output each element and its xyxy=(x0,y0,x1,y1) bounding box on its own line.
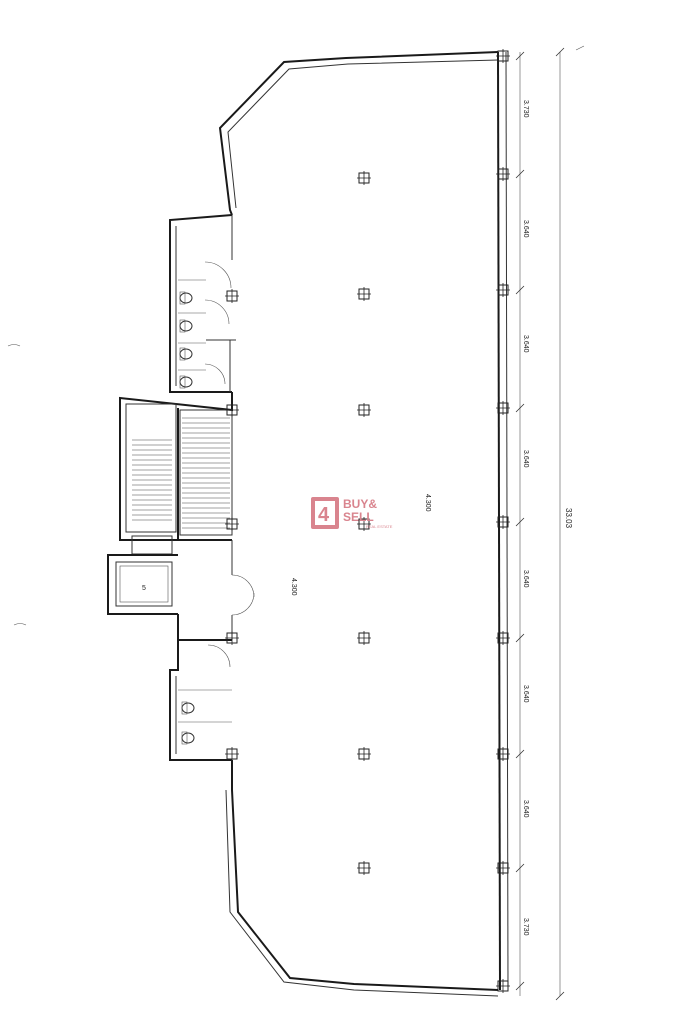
interior-column xyxy=(357,287,371,301)
building-outline xyxy=(218,51,509,997)
logo-line2: SELL xyxy=(343,510,374,524)
facade-column xyxy=(496,861,510,875)
lift-shaft: 5 xyxy=(107,554,178,615)
spacing-label-2: 3.640 xyxy=(522,220,529,238)
core-column xyxy=(225,289,239,303)
dimension-tick xyxy=(515,517,525,527)
interior-column xyxy=(357,747,371,761)
dimension-labels: 3.730 3.640 3.640 3.640 3.640 3.640 3.64… xyxy=(290,100,573,936)
facade-column xyxy=(496,167,510,181)
stair-treads xyxy=(132,417,230,529)
interior-column xyxy=(357,403,371,417)
columns xyxy=(225,49,510,993)
upper-toilet-block xyxy=(169,214,236,393)
facade-column xyxy=(496,979,510,993)
lower-toilet-block xyxy=(169,639,232,761)
dimension-tick xyxy=(555,991,565,1001)
interior-column xyxy=(357,631,371,645)
facade-column xyxy=(496,283,510,297)
dimension-tick xyxy=(515,51,525,61)
dimension-tick xyxy=(515,633,525,643)
spacing-label-3: 3.640 xyxy=(522,335,529,353)
facade-column xyxy=(496,515,510,529)
logo-digit: 4 xyxy=(318,504,330,526)
facade-column xyxy=(496,49,510,63)
core-column xyxy=(225,631,239,645)
dimension-tick xyxy=(515,403,525,413)
lift-label: 5 xyxy=(142,585,146,592)
dimension-tick xyxy=(515,981,525,991)
bay-depth-core-label: 4.300 xyxy=(290,578,297,596)
interior-column xyxy=(357,517,371,531)
overall-length-label: 33.03 xyxy=(564,508,573,529)
spacing-label-4: 3.640 xyxy=(522,450,529,468)
core-column xyxy=(225,403,239,417)
core-column xyxy=(225,747,239,761)
toilet-fixture xyxy=(179,291,193,389)
bay-depth-main-label: 4.300 xyxy=(424,494,431,512)
watermark-logo: 4 BUY& SELL REAL ESTATE xyxy=(311,497,393,529)
dimension-tick xyxy=(555,47,565,57)
facade-column xyxy=(496,631,510,645)
stair-core xyxy=(119,392,233,555)
spacing-label-8: 3.730 xyxy=(522,918,529,936)
dimension-tick xyxy=(515,169,525,179)
core-column xyxy=(225,517,239,531)
dimension-lines xyxy=(515,47,565,1001)
facade-column xyxy=(496,401,510,415)
logo-sub: REAL ESTATE xyxy=(366,524,393,529)
dimension-tick xyxy=(515,749,525,759)
dimension-tick xyxy=(515,285,525,295)
spacing-label-6: 3.640 xyxy=(522,685,529,703)
facade-column xyxy=(496,747,510,761)
logo-line1: BUY& xyxy=(343,497,377,511)
interior-column xyxy=(357,171,371,185)
spacing-label-7: 3.640 xyxy=(522,800,529,818)
dimension-tick xyxy=(515,863,525,873)
lobby xyxy=(177,539,255,640)
spacing-label-5: 3.640 xyxy=(522,570,529,588)
interior-column xyxy=(357,861,371,875)
spacing-label-1: 3.730 xyxy=(522,100,529,118)
